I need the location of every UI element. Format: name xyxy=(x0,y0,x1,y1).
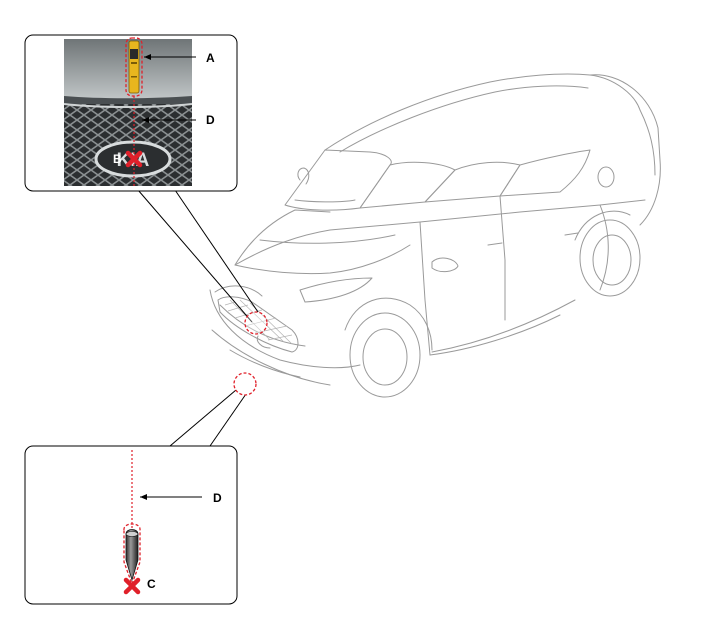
emblem-photo: KIA xyxy=(63,39,193,186)
car-grille xyxy=(217,296,299,353)
leader-d-top-arrow xyxy=(142,117,149,123)
callout-line-bottom-right xyxy=(209,393,247,447)
leader-a-arrow xyxy=(144,54,151,60)
callout-line-top-left xyxy=(137,189,253,323)
leader-d-bottom-arrow xyxy=(140,494,147,500)
plumb-bob-icon xyxy=(123,523,141,586)
bottom-detail-callout: D C xyxy=(24,445,238,605)
emblem-marker-circle xyxy=(244,311,268,335)
red-x-icon xyxy=(125,150,143,168)
callout-line-top-right xyxy=(174,189,259,313)
label-d-bottom: D xyxy=(213,491,222,505)
callout-line-bottom-left xyxy=(169,389,237,447)
ground-marker-circle xyxy=(233,372,257,396)
label-a: A xyxy=(206,51,215,65)
label-c: C xyxy=(147,577,156,591)
red-x-target-icon xyxy=(123,577,141,595)
label-b: B xyxy=(113,152,122,166)
car-outline xyxy=(209,73,661,398)
label-d-top: D xyxy=(206,113,215,127)
top-detail-callout: KIA A D B xyxy=(24,34,238,192)
